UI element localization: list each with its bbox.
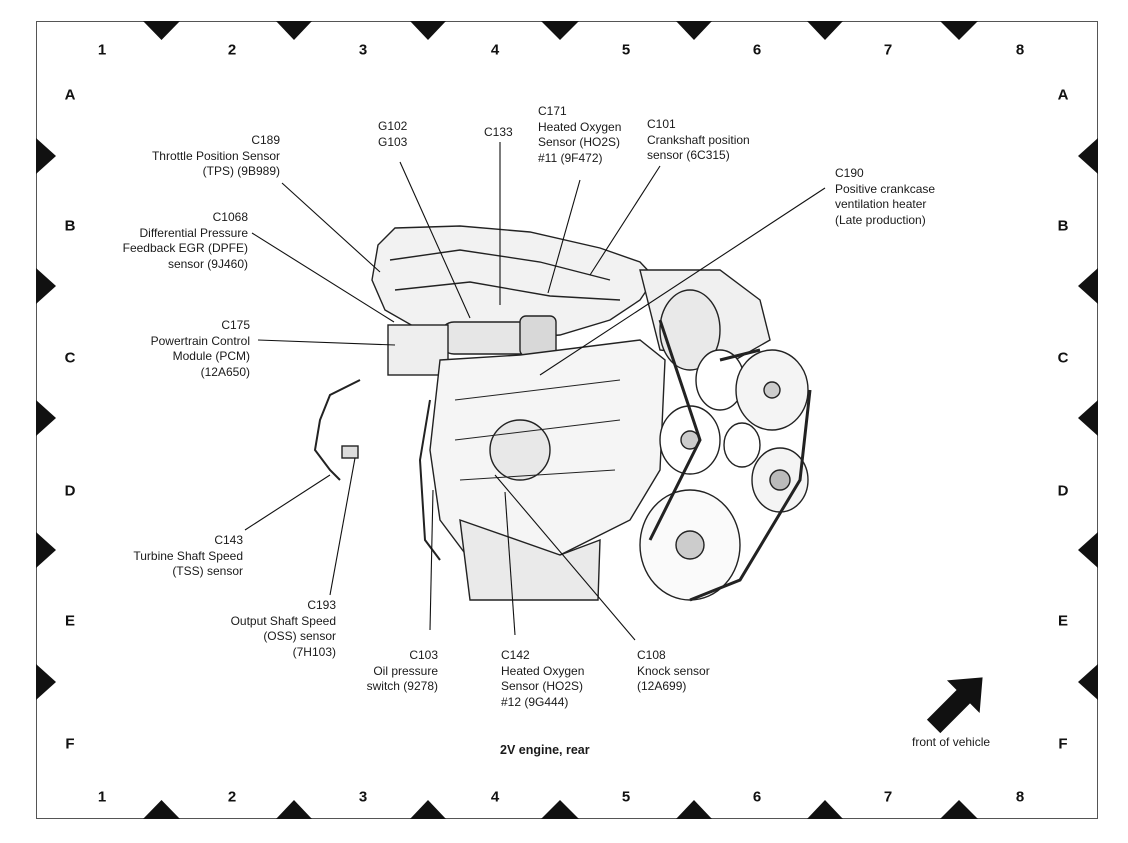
grid-column-label: 6 xyxy=(752,41,762,59)
grid-row-label: A xyxy=(64,86,76,104)
grid-column-label: 4 xyxy=(490,788,500,806)
callout-c133: C133 xyxy=(484,125,513,139)
grid-row-label: C xyxy=(64,349,76,367)
grid-row-label: A xyxy=(1057,86,1069,104)
grid-column-label: 2 xyxy=(227,788,237,806)
grid-column-label: 7 xyxy=(883,41,893,59)
grid-row-label: F xyxy=(1058,735,1068,753)
grid-row-label: C xyxy=(1057,349,1069,367)
grid-column-label: 3 xyxy=(358,41,368,59)
diagram-caption: 2V engine, rear xyxy=(500,743,590,757)
grid-column-label: 3 xyxy=(358,788,368,806)
grid-row-label: B xyxy=(1057,217,1069,235)
grid-row-label: B xyxy=(64,217,76,235)
grid-row-label: E xyxy=(1057,612,1069,630)
grid-column-label: 5 xyxy=(621,41,631,59)
grid-column-label: 5 xyxy=(621,788,631,806)
front-of-vehicle-label: front of vehicle xyxy=(912,735,991,749)
grid-column-label: 1 xyxy=(97,788,107,806)
callout-lines xyxy=(244,142,826,641)
grid-column-label: 7 xyxy=(883,788,893,806)
engine-illustration xyxy=(313,225,812,602)
grid-column-label: 8 xyxy=(1015,788,1025,806)
grid-column-label: 4 xyxy=(490,41,500,59)
grid-markers xyxy=(36,21,1098,819)
grid-column-label: 2 xyxy=(227,41,237,59)
grid-row-label: E xyxy=(64,612,76,630)
grid-row-label: D xyxy=(1057,482,1069,500)
grid-column-label: 8 xyxy=(1015,41,1025,59)
grid-column-label: 6 xyxy=(752,788,762,806)
front-arrow xyxy=(926,677,983,734)
grid-row-label: F xyxy=(65,735,75,753)
grid-row-label: D xyxy=(64,482,76,500)
grid-column-label: 1 xyxy=(97,41,107,59)
